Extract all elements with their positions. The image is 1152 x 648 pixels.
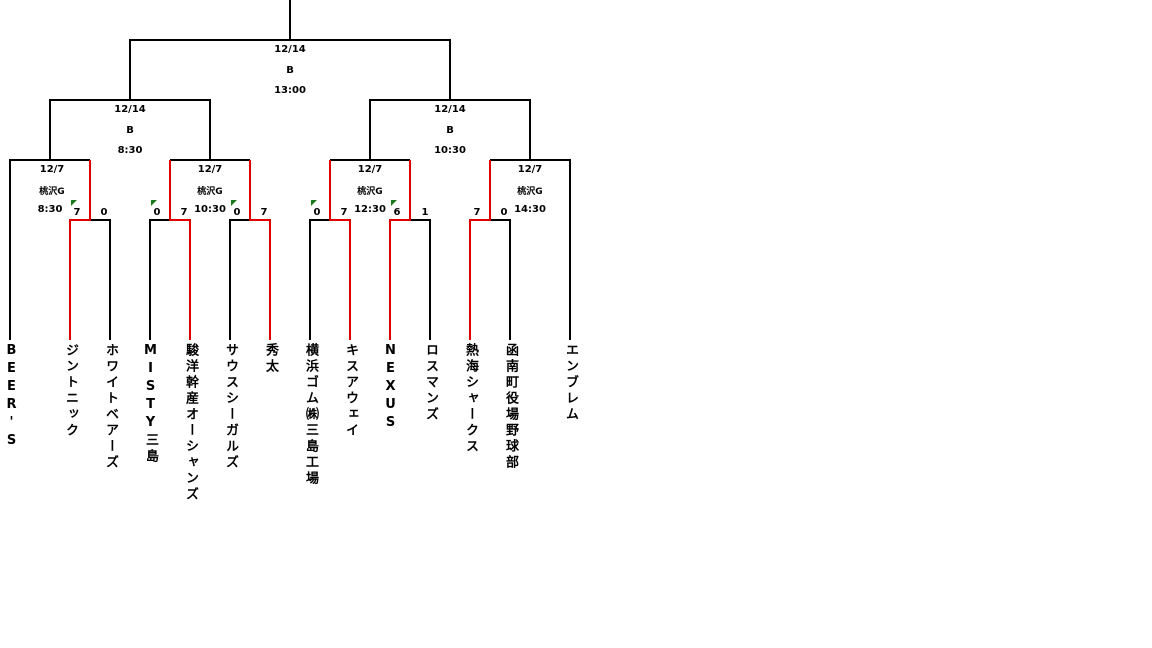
score: 7 — [73, 207, 81, 218]
semi-time: 8:30 — [117, 145, 143, 156]
final-time: 13:00 — [274, 85, 306, 96]
semi-court: B — [446, 125, 454, 136]
score: 7 — [473, 207, 481, 218]
match-court: 桃沢G — [517, 187, 543, 197]
match-time: 12:30 — [354, 204, 386, 215]
score: 0 — [100, 207, 108, 218]
team-name: ジントニック — [63, 343, 78, 439]
semi-date: 12/14 — [434, 104, 466, 115]
flag-icon — [71, 200, 77, 206]
flag-icon — [311, 200, 317, 206]
team-name: ホワイトベアーズ — [103, 343, 118, 471]
match-time: 10:30 — [194, 204, 226, 215]
score: 0 — [153, 207, 161, 218]
match-time: 14:30 — [514, 204, 546, 215]
team-name: 函南町役場野球部 — [503, 343, 518, 471]
score: 7 — [340, 207, 348, 218]
team-name: 秀太 — [263, 343, 278, 375]
semi-court: B — [126, 125, 134, 136]
score: 1 — [421, 207, 429, 218]
team-name: 駿洋幹産オーシャンズ — [183, 343, 198, 503]
team-name: サウスシーガルズ — [223, 343, 238, 471]
score: 0 — [233, 207, 241, 218]
final-court: B — [286, 65, 294, 76]
score: 0 — [500, 207, 508, 218]
flag-icon — [391, 200, 397, 206]
match-date: 12/7 — [357, 164, 383, 175]
match-date: 12/7 — [517, 164, 543, 175]
score: 6 — [393, 207, 401, 218]
match-date: 12/7 — [197, 164, 223, 175]
final-date: 12/14 — [274, 44, 306, 55]
team-name: NEXUS — [383, 343, 398, 433]
team-name: キスアウェイ — [343, 343, 358, 439]
match-court: 桃沢G — [357, 187, 383, 197]
team-name: エンブレム — [563, 343, 578, 423]
team-name: 熱海シャークス — [463, 343, 478, 455]
team-name: MISTY三島 — [143, 343, 158, 465]
match-date: 12/7 — [39, 164, 65, 175]
score: 7 — [180, 207, 188, 218]
match-court: 桃沢G — [197, 187, 223, 197]
score: 7 — [260, 207, 268, 218]
team-name: 横浜ゴム㈱三島工場 — [303, 343, 318, 487]
score: 0 — [313, 207, 321, 218]
match-court: 桃沢G — [39, 187, 65, 197]
semi-time: 10:30 — [434, 145, 466, 156]
team-name: ロスマンズ — [423, 343, 438, 423]
semi-date: 12/14 — [114, 104, 146, 115]
match-time: 8:30 — [37, 204, 63, 215]
flag-icon — [231, 200, 237, 206]
flag-icon — [151, 200, 157, 206]
team-name: BEER'S — [4, 343, 19, 451]
